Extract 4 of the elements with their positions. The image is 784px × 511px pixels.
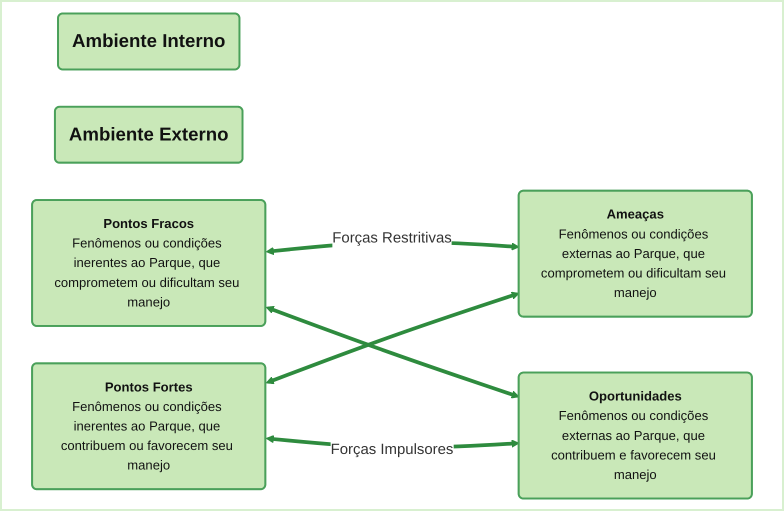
edge-label: Forças Impulsores bbox=[330, 442, 454, 458]
edge-label: Forças Restritivas bbox=[332, 230, 452, 246]
arrow bbox=[266, 305, 520, 398]
arrow bbox=[266, 291, 520, 384]
